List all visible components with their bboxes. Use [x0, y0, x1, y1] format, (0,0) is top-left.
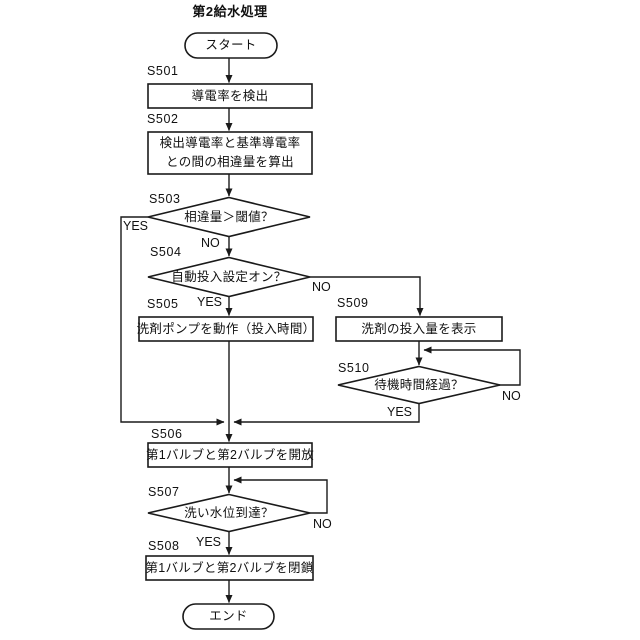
step-id-s507: S507 — [148, 485, 180, 499]
step-id-s508: S508 — [148, 539, 180, 553]
step-id-s503: S503 — [149, 192, 181, 206]
s504-yes-label: YES — [197, 295, 223, 309]
step-id-s510: S510 — [338, 361, 370, 375]
step-id-s501: S501 — [147, 64, 179, 78]
s503-yes-label: YES — [123, 219, 149, 233]
decision-s504 — [147, 256, 311, 298]
decision-s503-label: 相違量＞閾値？ — [184, 209, 274, 224]
edge-s503-yes-to-junction — [120, 216, 225, 426]
process-s505 — [138, 316, 314, 342]
process-s501-label: 導電率を検出 — [191, 88, 269, 103]
step-id-s502: S502 — [147, 112, 179, 126]
decision-s507-label: 洗い水位到達？ — [184, 506, 274, 520]
terminal-end — [182, 603, 275, 630]
process-s502-label: 検出導電率と基準導電率 との間の相違量を算出 — [148, 132, 312, 174]
process-s509-label: 洗剤の投入量を表示 — [361, 321, 477, 336]
s510-no-label: NO — [502, 389, 521, 403]
edge-s510-no-loop — [423, 346, 521, 386]
edge-s504-no-to-s509 — [310, 276, 424, 316]
s507-yes-label: YES — [196, 535, 222, 549]
process-s501 — [147, 83, 313, 109]
edge-s507-no-loop — [233, 476, 328, 514]
s503-no-label: NO — [201, 236, 220, 250]
process-s502-line1: 検出導電率と基準導電率 — [159, 136, 301, 151]
step-id-s505: S505 — [147, 297, 179, 311]
step-id-s509: S509 — [337, 296, 369, 310]
process-s509 — [335, 316, 503, 342]
process-s506 — [147, 442, 313, 468]
edge-s510-yes-to-junction — [233, 403, 420, 426]
step-id-s506: S506 — [151, 427, 183, 441]
process-s505-label: 洗剤ポンプを動作（投入時間） — [136, 321, 316, 336]
decision-s503 — [147, 196, 311, 238]
s510-yes-label: YES — [387, 405, 413, 419]
process-s502-line2: との間の相違量を算出 — [166, 155, 294, 169]
process-s506-label: 第1バルブと第2バルブを開放 — [145, 447, 315, 462]
decision-s504-label: 自動投入設定オン？ — [171, 269, 287, 284]
process-s508 — [145, 555, 314, 581]
decision-s510-label: 待機時間経過？ — [374, 378, 464, 392]
step-id-s504: S504 — [150, 245, 182, 259]
end-terminal-label: エンド — [209, 609, 248, 623]
figure-title: 第2給水処理 — [192, 4, 268, 20]
process-s502 — [147, 131, 313, 175]
s504-no-label: NO — [312, 280, 331, 294]
process-s508-label: 第1バルブと第2バルブを閉鎖 — [145, 560, 314, 575]
s507-no-label: NO — [313, 517, 332, 531]
start-terminal-label: スタート — [205, 38, 257, 52]
terminal-start — [184, 32, 278, 59]
decision-s510 — [337, 365, 501, 405]
decision-s507 — [147, 493, 311, 533]
